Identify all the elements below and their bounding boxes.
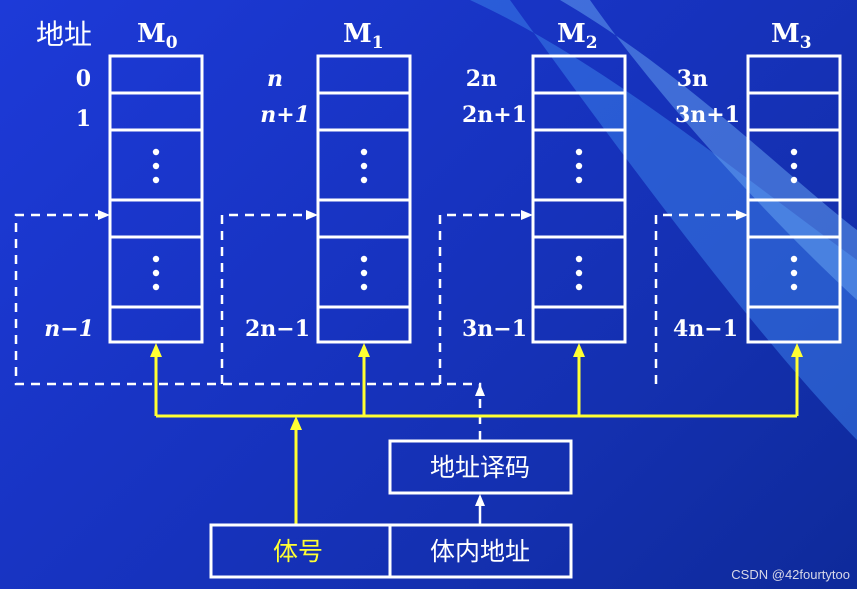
in-bank-address-field: 体内地址 xyxy=(430,537,530,566)
ellipsis-dots xyxy=(152,148,798,291)
memory-bank-m1 xyxy=(316,54,412,344)
module-title-m1: M1 xyxy=(343,19,384,53)
watermark: CSDN @42fourtytoo xyxy=(731,567,850,582)
memory-modules xyxy=(108,54,842,344)
memory-bank-m3 xyxy=(746,54,842,344)
addr-label-second: 3n+1 xyxy=(675,102,740,128)
module-title-m0: M0 xyxy=(137,19,178,53)
addr-label-first: 0 xyxy=(76,66,91,92)
decoder-input-arrow xyxy=(475,494,485,506)
addr-label-first: 2n xyxy=(466,66,497,92)
bank-number-field: 体号 xyxy=(273,537,323,566)
addr-label-last: 2n−1 xyxy=(245,316,310,342)
address-column-label: 地址 xyxy=(36,18,92,51)
decode-arrowheads xyxy=(98,210,748,396)
addr-label-last: 3n−1 xyxy=(462,316,527,342)
memory-bank-m2 xyxy=(531,54,627,344)
module-title-m3: M3 xyxy=(771,19,812,53)
addr-label-first: 3n xyxy=(677,66,708,92)
bank-select-bus xyxy=(154,355,799,525)
background-swoosh xyxy=(470,0,857,440)
addr-label-second: 2n+1 xyxy=(462,102,527,128)
addr-label-first: n xyxy=(267,66,283,92)
memory-bank-m0 xyxy=(108,54,204,344)
addr-label-second: n+1 xyxy=(260,102,310,128)
address-register: 体号 体内地址 xyxy=(209,523,573,579)
addr-label-last: 4n−1 xyxy=(673,316,738,342)
address-decoder: 地址译码 xyxy=(388,439,573,495)
decode-dashed-lines xyxy=(14,213,736,440)
bank-select-arrowheads xyxy=(150,343,803,430)
address-labels: 0 1 n−1 n n+1 2n−1 2n 2n+1 3n−1 3n 3n+1 … xyxy=(44,66,740,342)
addr-label-last: n−1 xyxy=(44,316,94,342)
addr-label-second: 1 xyxy=(76,106,91,132)
address-decoder-label: 地址译码 xyxy=(430,453,530,482)
module-title-m2: M2 xyxy=(557,19,598,53)
